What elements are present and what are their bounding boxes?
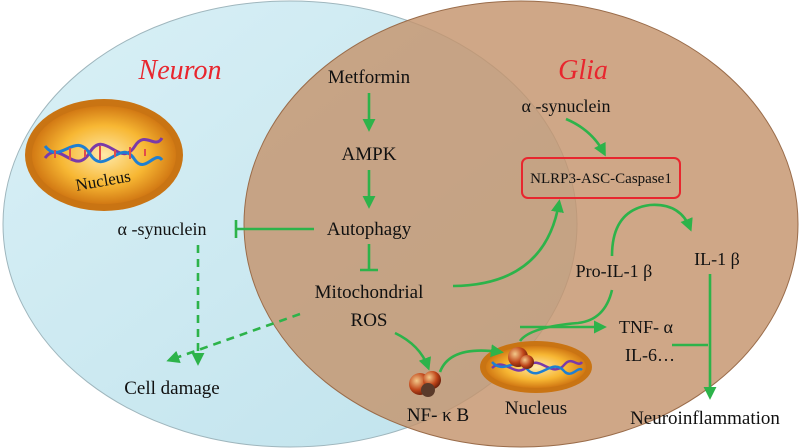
neuron-alpha-synuclein-label: α -synuclein <box>118 219 207 239</box>
inflammasome-box <box>521 157 681 199</box>
neuroinflammation-label: Neuroinflammation <box>630 408 780 429</box>
dna-icon <box>43 137 164 166</box>
glia-title: Glia <box>558 55 608 86</box>
glia-nucleus <box>480 341 592 393</box>
il6-label: IL-6… <box>625 345 675 365</box>
nfkb-label: NF- κ B <box>407 405 469 426</box>
neuron-title: Neuron <box>138 55 222 86</box>
metformin-label: Metformin <box>328 67 411 88</box>
glia-cell <box>243 0 799 448</box>
arrow-nucleus-to-pro-il1b <box>518 289 614 342</box>
glia-alpha-synuclein-label: α -synuclein <box>522 96 611 116</box>
mitochondrial-label: Mitochondrial <box>315 282 424 303</box>
nfkb-complex-icon <box>409 371 441 397</box>
autophagy-label: Autophagy <box>327 219 412 240</box>
arrow-ros-to-nfkb <box>394 331 431 371</box>
ampk-label: AMPK <box>342 144 397 165</box>
arrow-mitochondrial-to-inflammasome <box>452 199 564 288</box>
pro-il1b-label: Pro-IL-1 β <box>576 261 653 281</box>
dashed-arrow-ros-to-damage <box>166 312 301 364</box>
cell-damage-label: Cell damage <box>124 378 220 399</box>
glia-nucleus-label: Nucleus <box>505 398 567 419</box>
ros-label: ROS <box>351 310 388 331</box>
tnfa-label: TNF- α <box>619 317 673 337</box>
arrow-nfkb-to-nucleus <box>438 344 504 373</box>
dna-icon <box>491 359 584 375</box>
arrow-synuclein-to-inflammasome <box>565 117 606 157</box>
arrow-pro-il1b-to-il1b <box>610 203 693 257</box>
il1b-label: IL-1 β <box>694 249 740 269</box>
neuron-nucleus: Nucleus <box>25 99 183 211</box>
inflammasome-label: NLRP3-ASC-Caspase1 <box>530 171 672 187</box>
